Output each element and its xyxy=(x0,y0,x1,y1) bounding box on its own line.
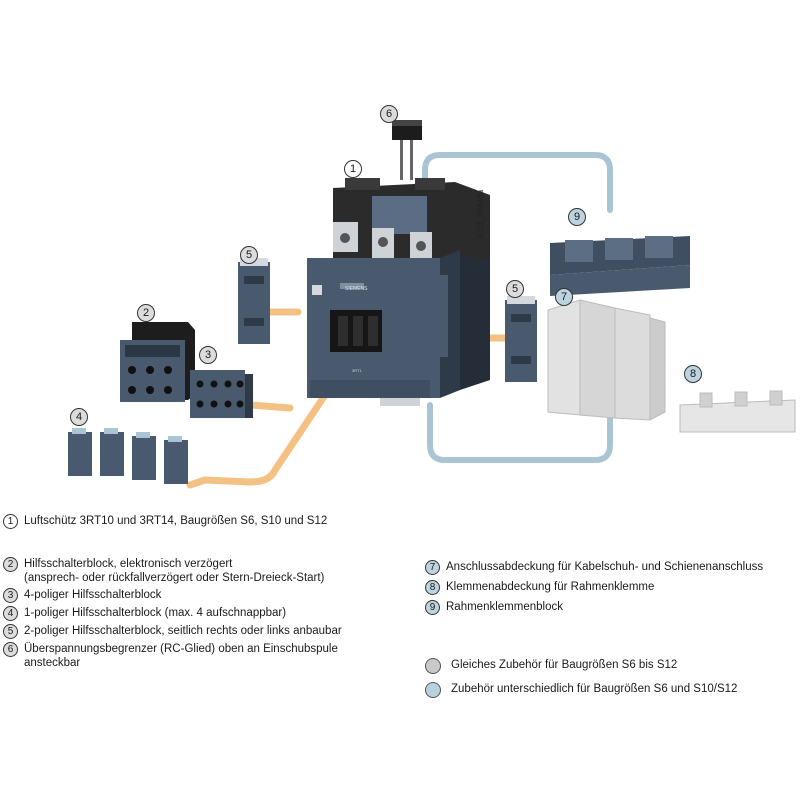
callout-1: 1 xyxy=(344,160,362,178)
legend-item: 3 4-poliger Hilfsschalterblock xyxy=(3,588,342,603)
color-key: Gleiches Zubehör für Baugrößen S6 bis S1… xyxy=(425,658,737,701)
callout-2: 2 xyxy=(137,304,155,322)
callout-5-left: 5 xyxy=(240,246,258,264)
legend-item: 9 Rahmenklemmenblock xyxy=(425,600,763,615)
legend-number: 4 xyxy=(3,606,18,621)
blue-connector-line-top xyxy=(422,152,613,248)
legend-item: 4 1-poliger Hilfsschalterblock (max. 4 a… xyxy=(3,606,342,621)
callout-8: 8 xyxy=(684,365,702,383)
key-item: Zubehör unterschiedlich für Baugrößen S6… xyxy=(425,682,737,698)
legend-left: 1 Luftschütz 3RT10 und 3RT14, Baugrößen … xyxy=(3,514,342,673)
legend-item: 2 Hilfsschalterblock, elektronisch verzö… xyxy=(3,557,342,585)
key-text: Zubehör unterschiedlich für Baugrößen S6… xyxy=(451,683,738,695)
blue-connector-line-bottom xyxy=(427,402,613,463)
legend-number: 3 xyxy=(3,588,18,603)
legend-item: 7 Anschlussabdeckung für Kabelschuh- und… xyxy=(425,560,763,575)
brand-label: SIEMENS xyxy=(345,286,368,292)
orange-connector-line-3 xyxy=(246,401,294,412)
legend-number: 2 xyxy=(3,557,18,572)
orange-connector-line-4 xyxy=(186,331,369,489)
figure-code: IC01_00618a xyxy=(476,189,485,238)
legend-text: Anschlussabdeckung für Kabelschuh- und S… xyxy=(446,561,764,573)
legend-item: 8 Klemmenabdeckung für Rahmenklemme xyxy=(425,580,763,595)
legend-text: Hilfsschalterblock, elektronisch verzöge… xyxy=(24,558,325,584)
callout-4: 4 xyxy=(70,408,88,426)
cover-7 xyxy=(547,299,666,421)
legend-number: 7 xyxy=(425,560,440,575)
key-swatch-blue xyxy=(425,682,441,698)
legend-right: 7 Anschlussabdeckung für Kabelschuh- und… xyxy=(425,560,763,618)
model-label: 3RT1 xyxy=(352,368,362,373)
key-text: Gleiches Zubehör für Baugrößen S6 bis S1… xyxy=(451,659,678,671)
callout-3: 3 xyxy=(199,346,217,364)
aux-block-3 xyxy=(190,370,253,418)
legend-number: 8 xyxy=(425,580,440,595)
legend-item: 6 Überspannungsbegrenzer (RC-Glied) oben… xyxy=(3,642,342,670)
legend-text: Rahmenklemmenblock xyxy=(446,601,563,613)
key-swatch-grey xyxy=(425,658,441,674)
legend-number: 9 xyxy=(425,600,440,615)
aux-block-2 xyxy=(120,322,195,402)
legend-text: Überspannungsbegrenzer (RC-Glied) oben a… xyxy=(24,643,338,669)
legend-number: 6 xyxy=(3,642,18,657)
cover-8 xyxy=(679,390,796,433)
legend-text: Luftschütz 3RT10 und 3RT14, Baugrößen S6… xyxy=(24,515,328,527)
callout-5-right: 5 xyxy=(506,280,524,298)
aux-block-5-left xyxy=(238,258,270,344)
key-item: Gleiches Zubehör für Baugrößen S6 bis S1… xyxy=(425,658,737,674)
legend-item: 1 Luftschütz 3RT10 und 3RT14, Baugrößen … xyxy=(3,514,342,529)
aux-block-5-right xyxy=(418,275,537,382)
legend-text: 4-poliger Hilfsschalterblock xyxy=(24,589,162,601)
terminal-block-9 xyxy=(550,236,690,296)
legend-number: 1 xyxy=(3,514,18,529)
contactor-1: SIEMENS 3RT1 xyxy=(307,178,490,406)
rc-element-6 xyxy=(392,120,422,180)
callout-7: 7 xyxy=(555,288,573,306)
legend-text: 2-poliger Hilfsschalterblock, seitlich r… xyxy=(24,625,342,637)
legend-text: Klemmenabdeckung für Rahmenklemme xyxy=(446,581,655,593)
legend-text: 1-poliger Hilfsschalterblock (max. 4 auf… xyxy=(24,607,287,619)
legend-item: 5 2-poliger Hilfsschalterblock, seitlich… xyxy=(3,624,342,639)
legend-number: 5 xyxy=(3,624,18,639)
aux-blocks-4 xyxy=(68,428,188,484)
callout-9: 9 xyxy=(568,208,586,226)
callout-6: 6 xyxy=(380,105,398,123)
